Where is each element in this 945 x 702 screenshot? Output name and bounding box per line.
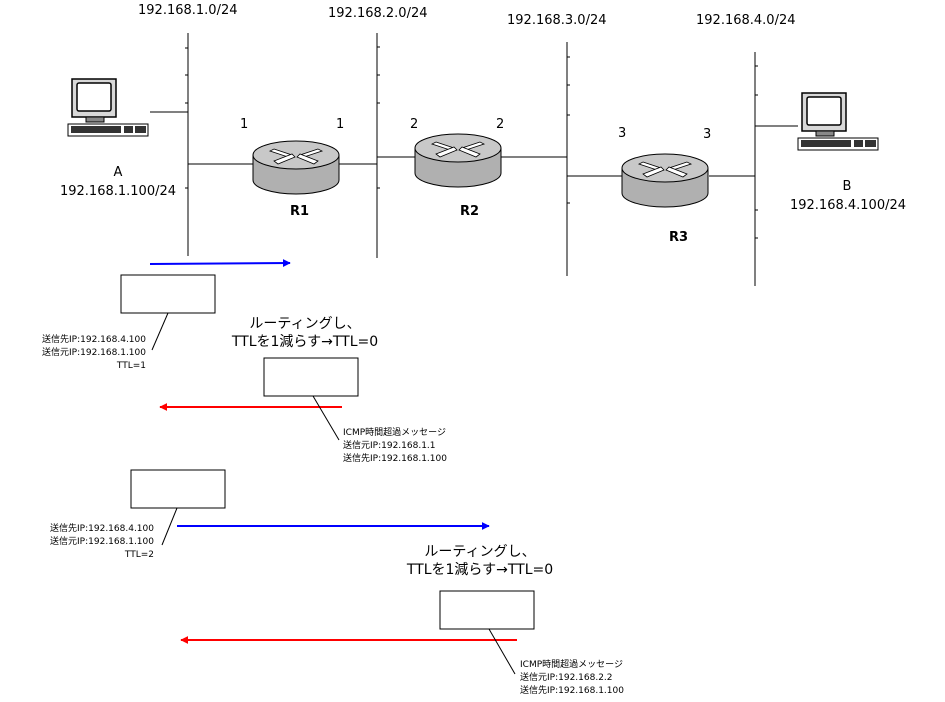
request-2-dst: 送信先IP:192.168.4.100	[50, 524, 154, 534]
router-r2-icon	[414, 133, 502, 188]
reply-2-dst: 送信先IP:192.168.1.100	[520, 686, 624, 696]
router-r1-icon	[252, 140, 340, 195]
r3-name: R3	[669, 230, 689, 245]
network-segments	[185, 33, 758, 286]
network-label-1: 192.168.1.0/24	[138, 3, 238, 18]
network-label-2: 192.168.2.0/24	[328, 6, 428, 21]
host-b-computer-icon	[797, 92, 879, 151]
reply-1-type: ICMP時間超過メッセージ	[343, 428, 446, 438]
r2-left-port: 2	[410, 117, 419, 132]
host-b-ip: 192.168.4.100/24	[789, 198, 907, 213]
callout-line-reply-1	[312, 395, 340, 441]
callout-line-reply-2	[488, 628, 516, 675]
request-2-ttl: TTL=2	[124, 550, 154, 560]
request-2-src: 送信元IP:192.168.1.100	[50, 537, 154, 547]
request-1-ttl: TTL=1	[116, 361, 146, 371]
request-arrow-1	[149, 259, 291, 268]
r3-left-port: 3	[618, 126, 627, 141]
network-label-3: 192.168.3.0/24	[507, 13, 607, 28]
reply-1-src: 送信元IP:192.168.1.1	[343, 441, 436, 451]
r3-right-port: 3	[703, 127, 712, 142]
routing-note-1: ルーティングし、 TTLを1減らす→TTL=0	[231, 316, 379, 350]
packet-box-reply-2	[439, 590, 535, 630]
reply-2-src: 送信元IP:192.168.2.2	[520, 673, 613, 683]
request-1-dst: 送信先IP:192.168.4.100	[42, 335, 146, 345]
callout-line-request-1	[151, 312, 169, 351]
reply-1-dst: 送信先IP:192.168.1.100	[343, 454, 447, 464]
router-r3-icon	[621, 153, 709, 208]
packet-box-reply-1	[263, 357, 359, 397]
r1-left-port: 1	[240, 117, 249, 132]
reply-info-2: ICMP時間超過メッセージ 送信元IP:192.168.2.2 送信先IP:19…	[520, 659, 624, 698]
network-label-4: 192.168.4.0/24	[696, 13, 796, 28]
routing-note-2: ルーティングし、 TTLを1減らす→TTL=0	[406, 544, 554, 578]
r1-name: R1	[290, 204, 310, 219]
request-1-src: 送信元IP:192.168.1.100	[42, 348, 146, 358]
reply-info-1: ICMP時間超過メッセージ 送信元IP:192.168.1.1 送信先IP:19…	[343, 427, 447, 466]
host-a-ip: 192.168.1.100/24	[59, 184, 177, 199]
request-info-1: 送信先IP:192.168.4.100 送信元IP:192.168.1.100 …	[30, 334, 146, 373]
r1-right-port: 1	[336, 117, 345, 132]
reply-2-type: ICMP時間超過メッセージ	[520, 660, 623, 670]
host-b-name: B	[842, 179, 852, 194]
host-a-name: A	[113, 165, 123, 180]
packet-box-request-2	[130, 469, 226, 509]
packet-box-request-1	[120, 274, 216, 314]
links	[150, 111, 798, 177]
callout-line-request-2	[161, 507, 178, 546]
host-a-computer-icon	[67, 78, 149, 137]
r2-name: R2	[460, 204, 480, 219]
request-info-2: 送信先IP:192.168.4.100 送信元IP:192.168.1.100 …	[30, 523, 154, 562]
r2-right-port: 2	[496, 117, 505, 132]
